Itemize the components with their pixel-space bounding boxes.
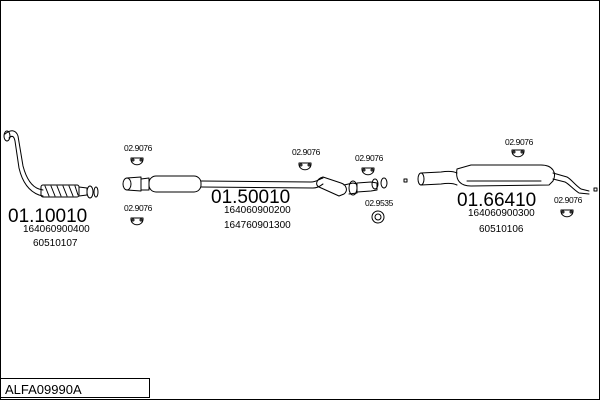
rear-muffler-ref-2: 60510106 — [479, 224, 524, 235]
front-pipe-ref-1: 164060900400 — [23, 224, 90, 235]
center-muffler-ref-2: 164760901300 — [224, 220, 291, 231]
center-muffler-drawing — [122, 175, 388, 197]
clamp-icon — [130, 157, 144, 166]
rear-muffler-drawing — [403, 164, 598, 195]
fitting-label: 02.9076 — [124, 143, 152, 153]
front-pipe-number: 01.10010 — [8, 206, 88, 227]
fitting-label: 02.9076 — [505, 137, 533, 147]
clamp-icon — [298, 162, 312, 171]
rear-muffler-ref-1: 164060900300 — [468, 208, 535, 219]
diagram-code-box: ALFA09990A — [0, 378, 150, 398]
clamp-icon — [560, 209, 574, 218]
fitting-label: 02.9076 — [292, 147, 320, 157]
fitting-label: 02.9076 — [554, 195, 582, 205]
gasket-icon — [371, 210, 385, 224]
fitting-label: 02.9535 — [365, 198, 393, 208]
fitting-label: 02.9076 — [124, 203, 152, 213]
clamp-icon — [130, 217, 144, 226]
front-pipe-drawing — [3, 130, 99, 199]
fitting-label: 02.9076 — [355, 153, 383, 163]
clamp-icon — [361, 167, 375, 176]
center-muffler-ref-1: 164060900200 — [224, 205, 291, 216]
center-muffler-number: 01.50010 — [211, 187, 291, 208]
rear-muffler-number: 01.66410 — [457, 190, 537, 211]
diagram-code: ALFA09990A — [5, 382, 82, 397]
clamp-icon — [511, 149, 525, 158]
front-pipe-ref-2: 60510107 — [33, 238, 78, 249]
